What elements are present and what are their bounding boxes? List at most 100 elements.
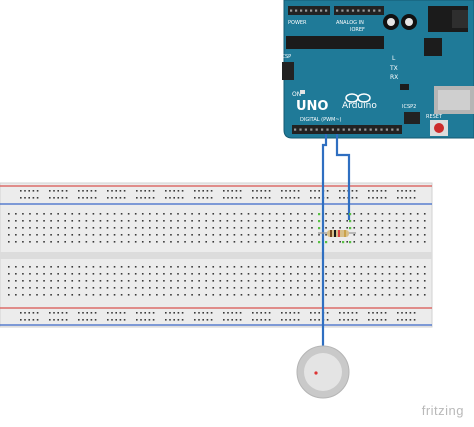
breadboard-hole — [194, 312, 196, 314]
breadboard-hole — [275, 294, 278, 296]
breadboard-hole — [149, 234, 151, 236]
breadboard-hole — [339, 319, 341, 321]
breadboard-hole — [318, 312, 320, 314]
breadboard-hole — [99, 227, 102, 229]
reset-button-cap[interactable] — [434, 123, 444, 133]
breadboard-hole — [360, 287, 363, 289]
breadboard-hole — [360, 241, 363, 243]
breadboard-hole — [282, 234, 285, 236]
breadboard-hole — [111, 190, 113, 192]
breadboard-hole — [304, 220, 306, 222]
breadboard-hole — [360, 213, 363, 215]
breadboard-hole — [184, 227, 186, 229]
power-jack-inner — [452, 10, 468, 28]
breadboard-hole — [376, 319, 378, 321]
breadboard-hole — [372, 190, 374, 192]
breadboard-hole — [127, 287, 130, 289]
breadboard-hole — [198, 197, 200, 199]
breadboard-hole — [325, 220, 327, 222]
breadboard-hole — [206, 319, 209, 321]
breadboard-hole — [355, 197, 358, 199]
breadboard-hole — [64, 287, 66, 289]
breadboard-hole — [351, 197, 354, 199]
breadboard-hole — [372, 312, 374, 314]
breadboard-hole — [402, 273, 405, 275]
header-pin — [295, 9, 298, 12]
breadboard-hole — [86, 312, 88, 314]
breadboard-hole — [29, 234, 31, 236]
breadboard-hole — [149, 241, 151, 243]
breadboard-hole — [256, 312, 258, 314]
breadboard-hole — [290, 213, 292, 215]
piezo-buzzer — [296, 345, 350, 399]
breadboard-hole — [240, 294, 243, 296]
breadboard-hole — [177, 234, 179, 236]
breadboard-hole — [219, 220, 222, 222]
breadboard-hole — [381, 220, 384, 222]
header-pin — [367, 9, 370, 12]
breadboard-hole — [405, 319, 407, 321]
breadboard-hole — [290, 273, 292, 275]
breadboard-hole — [297, 197, 300, 199]
breadboard-hole — [261, 266, 264, 268]
breadboard-hole — [239, 312, 242, 314]
breadboard-hole — [268, 273, 271, 275]
breadboard-hole — [134, 273, 137, 275]
header-pin — [336, 9, 339, 12]
breadboard-hole — [332, 266, 334, 268]
breadboard-hole — [191, 234, 193, 236]
breadboard-hole — [65, 197, 68, 199]
header-pin — [380, 128, 383, 131]
breadboard-hole — [85, 234, 88, 236]
breadboard-hole — [149, 213, 151, 215]
breadboard-hole — [107, 190, 109, 192]
breadboard-hole — [326, 197, 329, 199]
breadboard-hole — [205, 213, 207, 215]
breadboard — [0, 182, 433, 328]
breadboard-hole — [78, 227, 81, 229]
breadboard-hole — [120, 234, 123, 236]
breadboard-hole — [318, 273, 320, 275]
breadboard-hole — [346, 280, 348, 282]
breadboard-hole — [8, 227, 10, 229]
breadboard-hole — [409, 213, 412, 215]
breadboard-hole — [163, 220, 165, 222]
breadboard-hole — [388, 227, 391, 229]
breadboard-hole — [32, 190, 35, 192]
breadboard-hole — [304, 241, 306, 243]
connected-hole-highlight — [318, 241, 321, 244]
breadboard-hole — [368, 312, 370, 314]
breadboard-hole — [119, 190, 122, 192]
breadboard-hole — [78, 220, 81, 222]
breadboard-hole — [205, 234, 207, 236]
breadboard-hole — [177, 190, 180, 192]
breadboard-hole — [99, 220, 102, 222]
breadboard-hole — [184, 220, 186, 222]
breadboard-hole — [339, 294, 341, 296]
header-pin — [310, 128, 313, 131]
breadboard-hole — [136, 312, 138, 314]
breadboard-hole — [325, 266, 327, 268]
breadboard-hole — [149, 280, 151, 282]
breadboard-hole — [194, 190, 196, 192]
breadboard-hole — [156, 280, 158, 282]
breadboard-hole — [169, 197, 171, 199]
breadboard-hole — [78, 266, 81, 268]
breadboard-hole — [226, 227, 229, 229]
breadboard-hole — [163, 273, 165, 275]
arduino-logo-icon — [345, 93, 371, 103]
breadboard-hole — [15, 234, 17, 236]
breadboard-hole — [355, 312, 358, 314]
brand-label: Arduino — [342, 101, 377, 111]
breadboard-hole — [78, 241, 81, 243]
breadboard-hole — [240, 213, 243, 215]
breadboard-hole — [261, 213, 264, 215]
breadboard-hole — [191, 227, 193, 229]
breadboard-hole — [71, 241, 74, 243]
breadboard-hole — [202, 319, 204, 321]
breadboard-hole — [346, 287, 348, 289]
breadboard-hole — [247, 241, 250, 243]
breadboard-hole — [120, 220, 123, 222]
breadboard-hole — [353, 280, 356, 282]
breadboard-hole — [384, 319, 387, 321]
